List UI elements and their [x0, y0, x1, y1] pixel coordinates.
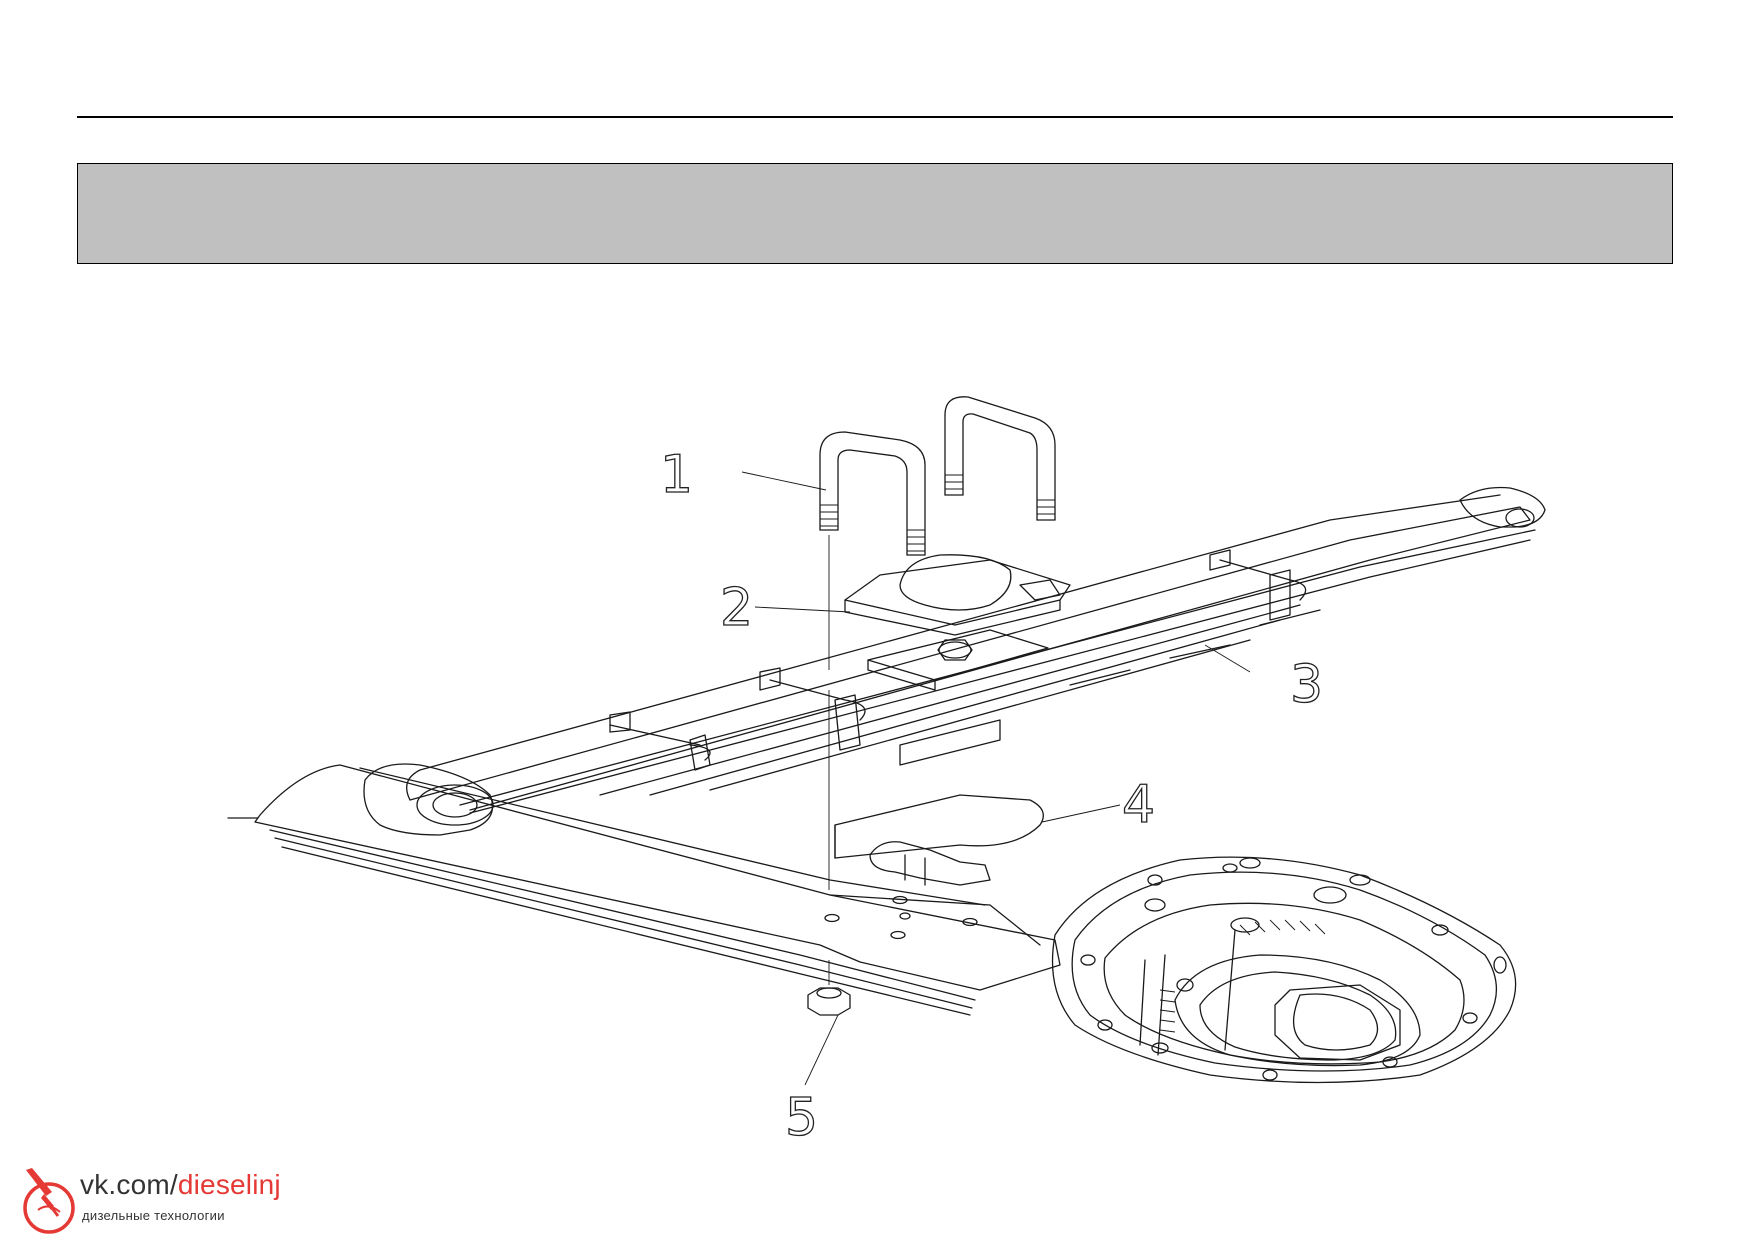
top-rule [77, 116, 1673, 118]
spring-pad [844, 554, 1071, 636]
u-bolt-front [819, 431, 926, 556]
leaf-spring [363, 486, 1546, 836]
watermark-site: vk.com/ [80, 1169, 178, 1200]
header-band [77, 163, 1673, 264]
callout-2: 2 [720, 578, 753, 638]
axle-beam [227, 764, 1061, 1016]
spring-bracket [834, 794, 1044, 886]
watermark-handle: dieselinj [177, 1169, 281, 1200]
callout-1: 1 [660, 445, 693, 505]
injector-logo-icon [23, 1168, 75, 1234]
seat-plate [867, 629, 1049, 691]
callout-3: 3 [1290, 655, 1323, 715]
watermark-url: vk.com/dieselinj [80, 1170, 281, 1200]
callout-4: 4 [1122, 775, 1155, 835]
callout-5: 5 [785, 1088, 818, 1148]
leader-lines [741, 471, 1251, 1086]
nut [807, 987, 851, 1016]
u-bolt-rear [944, 396, 1056, 521]
watermark[interactable]: vk.com/dieselinj дизельные технологии [18, 1166, 338, 1236]
watermark-subtitle: дизельные технологии [82, 1208, 225, 1223]
wheel-hub [1051, 856, 1517, 1084]
